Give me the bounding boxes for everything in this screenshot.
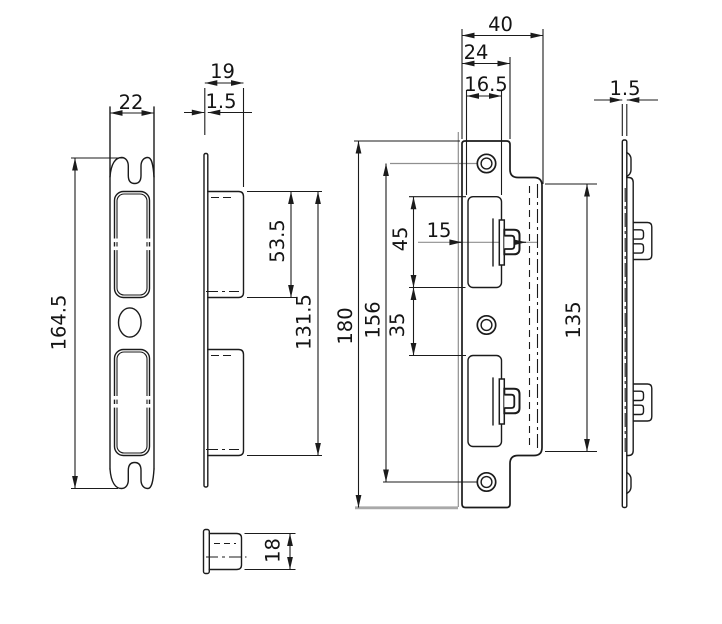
dim-label-pockets-span: 131.5 [293,294,316,350]
countersink-bump-bottom [626,471,632,495]
faceplate-edge [621,139,628,509]
dim-label-openings-gap: 35 [386,313,409,338]
upper-opening-outer [113,190,151,299]
faceplate-edge [203,152,209,488]
dim-label-opening-width: 16.5 [464,73,507,96]
dim-label-height: 180 [334,307,357,344]
dim-label-height: 164.5 [48,295,71,351]
dim-label-pocket-depth: 18 [262,538,285,563]
upper-dust-box [207,190,245,299]
dim-label-width: 22 [119,91,144,114]
view-strike-plate-section: 18 [202,528,296,575]
plate-top-crown-cutout [109,156,155,185]
countersink-bump-top [626,151,632,178]
dim-label-overall-width: 40 [488,13,513,36]
dash-gap [111,404,120,408]
dim-label-case-height: 135 [562,301,585,338]
dim-label-thickness: 1.5 [609,77,640,100]
dash-gap [144,396,153,400]
dash-gap [111,246,120,251]
screw-hole-bottom [476,471,497,493]
lower-opening-inner [116,351,148,454]
view-strike-plate-front: 22 164.5 [48,91,155,490]
dash-gap [111,238,120,243]
lower-dust-box [207,348,245,457]
upper-latch-box-side [632,221,653,261]
view-lock-side: 1.5 [594,77,658,509]
dash-gap [144,404,153,408]
dim-label-thickness: 1.5 [205,90,236,113]
center-oval-hole [117,307,142,338]
dim-label-faceplate-width: 24 [464,41,489,64]
lower-latch-box-side [632,383,653,422]
dash-gap [144,238,153,243]
plate-bottom-crown-cutout [109,461,155,490]
dim-label-screw-spacing: 156 [362,301,385,338]
dim-label-latch-offset: 15 [427,219,452,242]
screw-hole-middle [476,314,497,336]
case-edge [626,176,634,457]
view-lock-front: 40 24 16.5 180 156 45 35 15 135 [334,13,597,510]
dash-gap [144,246,153,251]
dim-label-depth: 19 [210,60,235,83]
lower-latch-pocket [467,354,503,448]
dash-gap [111,396,120,400]
lower-latch-tab [492,377,521,426]
faceplate-edge [202,528,211,575]
upper-opening-inner [116,193,148,296]
dim-label-opening-height: 45 [389,227,412,252]
dust-box-section [208,532,243,571]
lower-opening-outer [113,348,151,457]
dim-label-upper-pocket: 53.5 [266,219,289,262]
lock-plate-outline [461,140,543,509]
view-strike-plate-side: 19 1.5 53.5 131.5 [184,60,322,488]
screw-hole-top [476,153,497,174]
